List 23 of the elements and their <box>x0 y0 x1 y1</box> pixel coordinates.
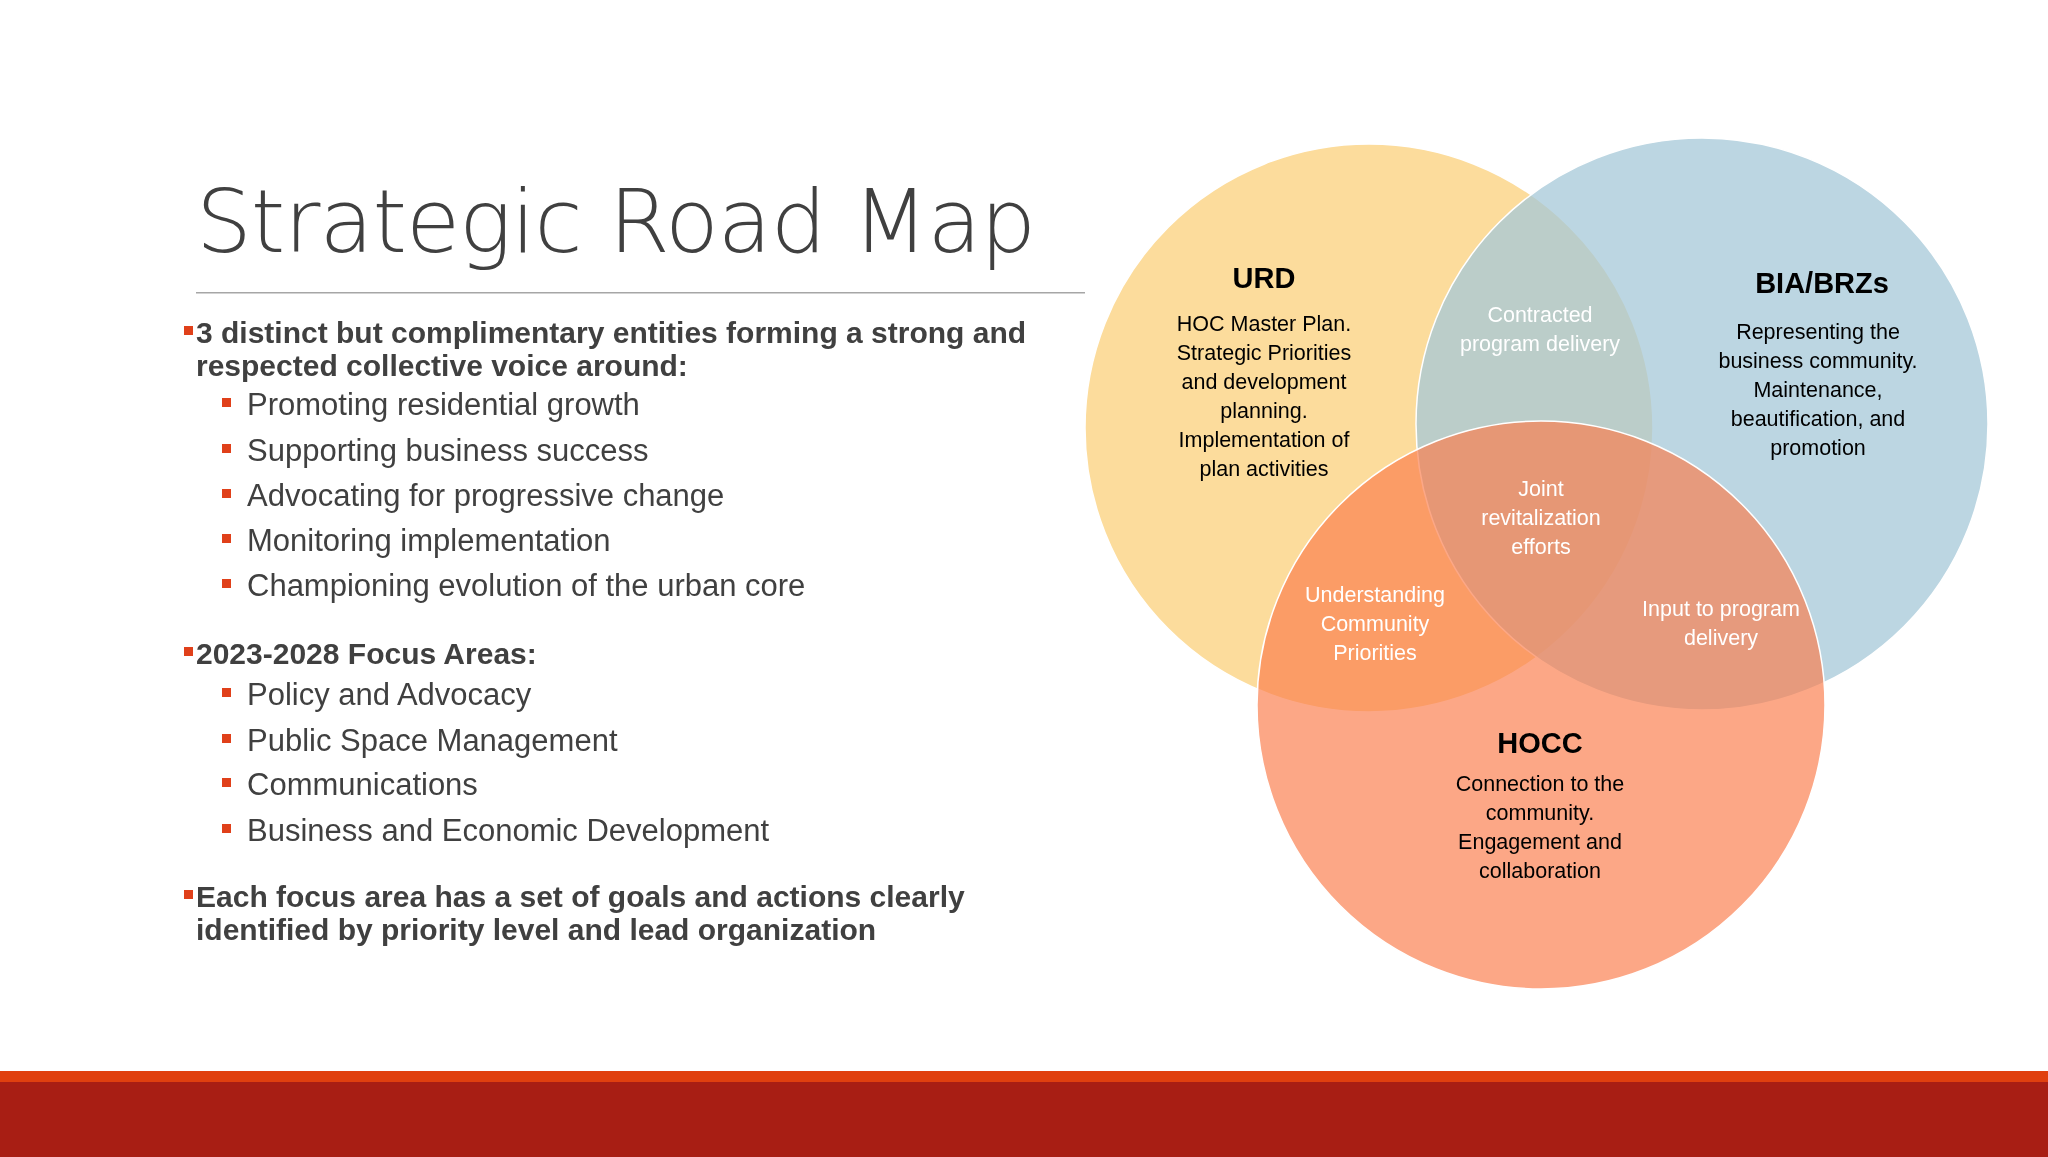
bullet-text: Championing evolution of the urban core <box>247 567 807 605</box>
circle-title: HOCC <box>1497 726 1583 760</box>
bullet-heading: 3 distinct but complimentary entities forming a strong and respected collective voice around: <box>196 316 1028 382</box>
bullet-heading: Each focus area has a set of goals and actions clearly identified by priority level and lead organization <box>196 880 966 946</box>
overlap-label: Contracted program delivery <box>1458 302 1622 358</box>
bullet-text: Monitoring implementation <box>247 522 612 560</box>
bullet-text: Supporting business success <box>247 432 650 470</box>
bullet-text: Advocating for progressive change <box>247 477 726 515</box>
circle-description: HOC Master Plan. Strategic Priorities and development planning. Implementation of plan activities <box>1175 311 1353 483</box>
bullet-heading: 2023-2028 Focus Areas: <box>196 636 538 670</box>
circle-title: BIA/BRZs <box>1755 266 1889 300</box>
overlap-label: Joint revitalization efforts <box>1480 475 1602 561</box>
overlap-label: Input to program delivery <box>1641 596 1801 652</box>
slide-title: Strategic Road Map <box>196 170 1036 273</box>
bullet-text: Business and Economic Development <box>247 812 771 850</box>
bullet-text: Public Space Management <box>247 722 619 760</box>
circle-title: URD <box>1232 261 1296 295</box>
bullet-text: Policy and Advocacy <box>247 676 533 714</box>
circle-description: Representing the business community. Maintenance, beautification, and promotion <box>1717 318 1919 462</box>
overlap-label: Understanding Community Priorities <box>1304 581 1446 667</box>
bullet-text: Promoting residential growth <box>247 386 641 424</box>
bullet-text: Communications <box>247 766 479 804</box>
circle-description: Connection to the community. Engagement and collaboration <box>1454 771 1626 885</box>
